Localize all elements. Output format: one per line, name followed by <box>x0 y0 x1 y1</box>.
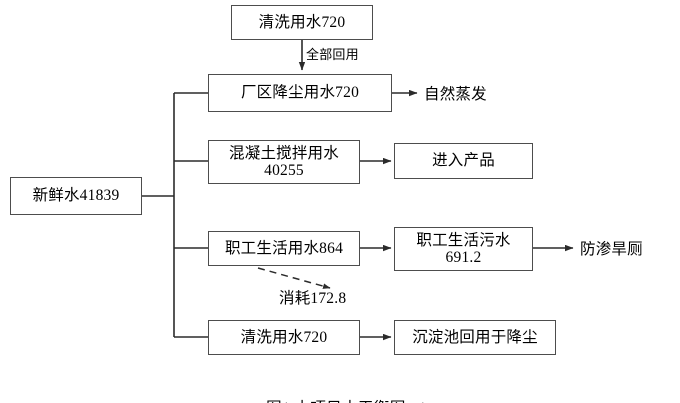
node-staff-sewage[interactable]: 职工生活污水 691.2 <box>394 227 533 271</box>
node-dust-suppression-label: 厂区降尘用水720 <box>240 84 360 102</box>
node-sedimentation-reuse[interactable]: 沉淀池回用于降尘 <box>394 320 556 355</box>
edge-label-full-reuse: 全部回用 <box>306 44 359 63</box>
node-washing-water-bottom[interactable]: 清洗用水720 <box>208 320 360 355</box>
node-dry-toilet: 防渗旱厕 <box>580 235 680 261</box>
node-washing-water-bottom-label: 清洗用水720 <box>240 328 328 346</box>
node-natural-evaporation: 自然蒸发 <box>424 80 564 106</box>
node-staff-sewage-label: 职工生活污水 691.2 <box>416 231 511 266</box>
node-staff-domestic-water-label: 职工生活用水864 <box>224 239 344 257</box>
node-staff-domestic-water[interactable]: 职工生活用水864 <box>208 231 360 266</box>
node-fresh-water-label: 新鲜水41839 <box>32 187 120 205</box>
edge-label-consumption: 消耗172.8 <box>279 286 346 308</box>
node-into-product[interactable]: 进入产品 <box>394 143 533 179</box>
figure-caption-text: 图1 本项目水平衡图 t/a <box>266 400 431 403</box>
node-into-product-label: 进入产品 <box>432 152 495 170</box>
figure-caption: 图1 本项目水平衡图 t/a <box>0 378 680 403</box>
node-concrete-mixing-label: 混凝土搅拌用水 40255 <box>229 144 339 179</box>
node-dust-suppression[interactable]: 厂区降尘用水720 <box>208 74 392 112</box>
node-dry-toilet-label: 防渗旱厕 <box>580 241 643 258</box>
edge-label-full-reuse-text: 全部回用 <box>306 47 359 62</box>
node-natural-evaporation-label: 自然蒸发 <box>424 86 487 103</box>
node-concrete-mixing[interactable]: 混凝土搅拌用水 40255 <box>208 140 360 184</box>
edge-label-consumption-text: 消耗172.8 <box>279 290 347 307</box>
edge-consumption-dashed <box>257 267 331 289</box>
node-washing-water-top-label: 清洗用水720 <box>258 13 346 31</box>
node-washing-water-top[interactable]: 清洗用水720 <box>231 5 373 40</box>
node-fresh-water[interactable]: 新鲜水41839 <box>10 177 142 215</box>
node-sedimentation-reuse-label: 沉淀池回用于降尘 <box>412 328 538 346</box>
